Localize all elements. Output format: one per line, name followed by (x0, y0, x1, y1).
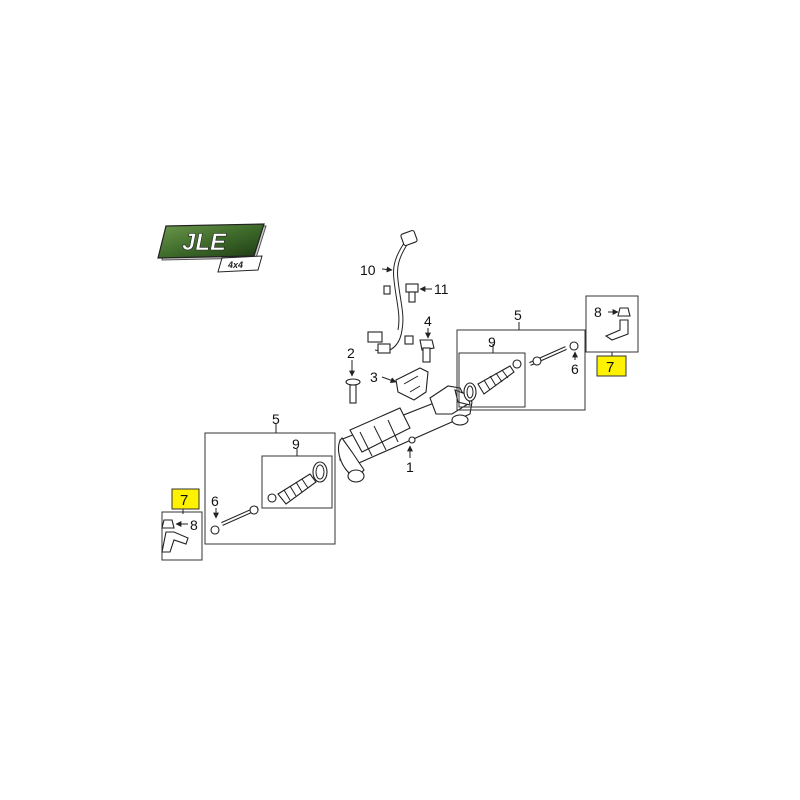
callout-3: 3 (370, 369, 378, 385)
callout-2: 2 (347, 345, 355, 361)
callout-6-left: 6 (211, 493, 219, 509)
highlight-7-left (171, 488, 200, 510)
boot-right (463, 359, 522, 402)
callout-7-left: 7 (180, 492, 188, 509)
logo-brand: JLE (182, 229, 227, 256)
tie-rod-end-right (604, 307, 631, 341)
steering-gear (338, 385, 473, 483)
boot-kit-box-right (458, 352, 526, 408)
callout-10: 10 (360, 262, 376, 278)
callout-8-left: 8 (190, 517, 198, 533)
callout-4: 4 (424, 313, 432, 329)
callout-9-left: 9 (292, 436, 300, 452)
wiring-harness (367, 229, 418, 354)
callout-11: 11 (434, 281, 449, 297)
leader-lines (175, 266, 619, 527)
jle-logo: JLE 4x4 (157, 223, 267, 273)
callout-6-right: 6 (571, 361, 579, 377)
tie-rod-end-left (161, 519, 189, 553)
bolt-11 (405, 283, 419, 303)
callout-7-right: 7 (606, 359, 614, 376)
bolt-2 (345, 378, 361, 404)
bracket-3 (395, 367, 429, 401)
highlight-7-right (596, 355, 627, 377)
tie-rod-end-box-left (161, 511, 203, 561)
boot-left (267, 461, 328, 505)
callout-9-right: 9 (488, 334, 496, 350)
inner-tie-rod-right (529, 341, 579, 366)
logo-sub: 4x4 (227, 260, 243, 270)
callout-8-right: 8 (594, 304, 602, 320)
callout-5-right: 5 (514, 307, 522, 323)
group-box-left (204, 432, 336, 545)
bolt-4 (419, 339, 435, 363)
group-box-right (456, 329, 586, 411)
callout-5-left: 5 (272, 411, 280, 427)
callout-1: 1 (406, 459, 414, 475)
inner-tie-rod-left (210, 505, 259, 535)
